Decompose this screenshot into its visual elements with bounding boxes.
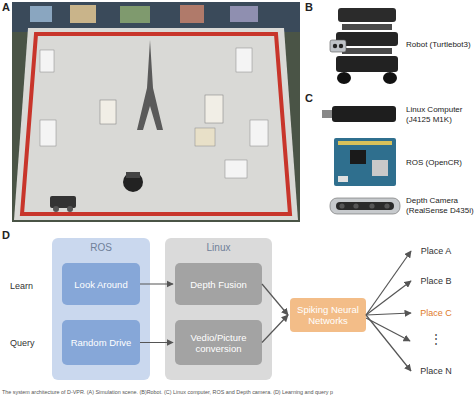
ellipsis-mark: ⋮ [430, 332, 444, 346]
node-text: Place N [420, 366, 452, 376]
place-output: Place A [413, 244, 459, 258]
part-name: Linux Computer (J4125 M1K) [406, 105, 474, 124]
node-text: Spiking Neural Networks [294, 304, 362, 326]
part-name: Robot (Turtlebot3) [406, 40, 474, 50]
depth-camera [330, 198, 400, 214]
flow-arrow [366, 281, 411, 315]
node-text: Random Drive [71, 337, 132, 348]
node-text: Vedio/Picture conversion [179, 332, 258, 354]
network-box: Spiking Neural Networks [290, 298, 366, 332]
row-label: Learn [10, 281, 50, 292]
system-band: LinuxDepth FusionVedio/Picture conversio… [165, 238, 272, 380]
panel-letter: C [305, 92, 319, 105]
row-label: Query [10, 338, 50, 349]
part-name: Depth Camera (RealSense D435i) [406, 196, 474, 215]
node-text: Place C [420, 308, 452, 318]
panel-letter: A [2, 1, 16, 14]
node-text: Look Around [74, 279, 127, 290]
process-box: Depth Fusion [175, 263, 262, 305]
node-text: Linux [207, 242, 231, 253]
process-box: Random Drive [62, 320, 140, 365]
figure-caption: The system architecture of D-VPR. (A) Si… [2, 389, 474, 395]
part-name: ROS (OpenCR) [406, 158, 474, 168]
process-box: Vedio/Picture conversion [175, 320, 262, 365]
opencr-board [334, 138, 396, 186]
place-output: Place N [413, 364, 459, 378]
process-box: Look Around [62, 263, 140, 305]
node-text: Place A [421, 246, 452, 256]
flow-arrow [366, 251, 411, 315]
robot-illustration [330, 8, 398, 84]
node-text: ROS [90, 242, 112, 253]
simulation-scene [12, 2, 300, 222]
node-text: Depth Fusion [190, 279, 247, 290]
place-output: Place B [413, 274, 459, 288]
place-output: Place C [413, 306, 459, 320]
flow-arrow [366, 315, 411, 371]
flow-arrow [366, 313, 411, 315]
node-text: Place B [420, 276, 451, 286]
linux-stick-computer [322, 106, 396, 122]
flow-arrow-dots [366, 318, 410, 341]
system-band: ROS Look AroundRandom Drive [52, 238, 150, 380]
panel-letter: D [2, 229, 16, 242]
panel-letter: B [305, 1, 319, 14]
